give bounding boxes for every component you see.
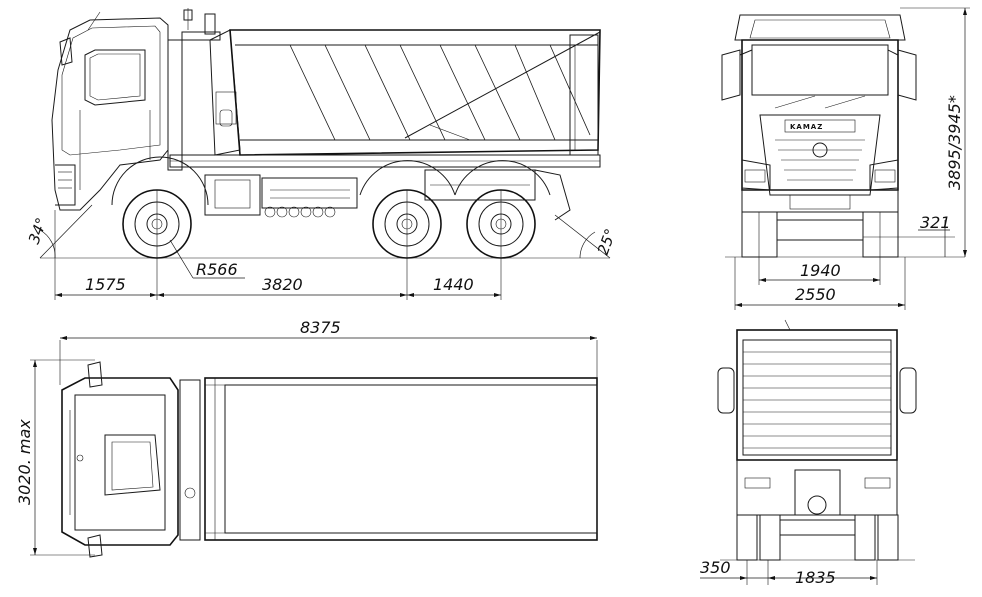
height-label: 3895/3945* [945, 95, 964, 190]
departure-angle-label: 25° [594, 226, 620, 257]
max-width-label: 3020. max [15, 419, 34, 505]
ground-clearance-label: 321 [920, 213, 951, 232]
side-view: 34° 25° R566 1575 3820 1440 [25, 8, 620, 300]
front-overhang-label: 1575 [85, 275, 126, 294]
brand-logo: KAMAZ [790, 123, 823, 131]
wheelbase-label: 3820 [262, 275, 303, 294]
wheel-radius-label: R566 [196, 260, 238, 279]
rear-axle-spacing-label: 1440 [433, 275, 474, 294]
front-track-label: 1940 [800, 261, 841, 280]
rear-view: 350 1835 [700, 319, 917, 587]
approach-angle-label: 34° [25, 215, 51, 246]
wheel-offset-label: 350 [700, 558, 731, 577]
front-view: KAMAZ 3895/3945* 321 [721, 7, 970, 310]
overall-length-label: 8375 [300, 318, 341, 337]
rear-track-label: 1835 [795, 568, 836, 587]
top-view: 8375 3020. max [15, 318, 598, 558]
overall-width-label: 2550 [795, 285, 836, 304]
